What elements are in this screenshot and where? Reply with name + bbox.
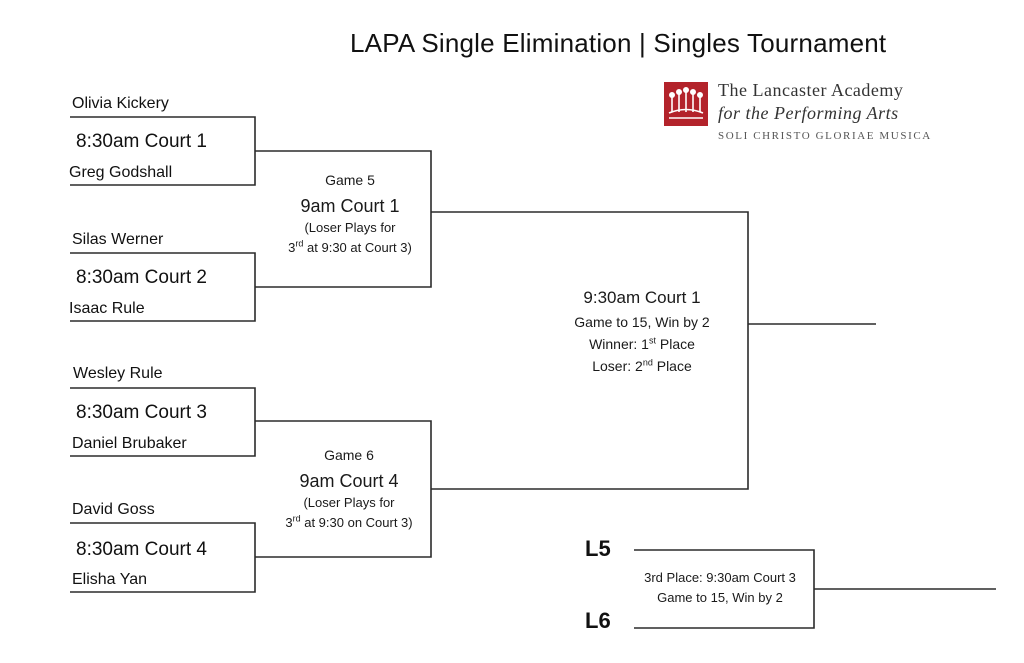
final-rule: Game to 15, Win by 2	[574, 314, 710, 330]
final-block: 9:30am Court 1 Game to 15, Win by 2 Winn…	[552, 285, 732, 377]
game5-time: 9am Court 1	[300, 196, 400, 216]
game5-note-2: 3rd at 9:30 at Court 3)	[288, 238, 412, 255]
academy-crest-icon	[664, 82, 708, 126]
game6-note-1: (Loser Plays for	[303, 495, 395, 510]
final-line	[431, 211, 749, 490]
game5-label: Game 5	[325, 172, 375, 188]
game6-label: Game 6	[324, 447, 374, 463]
match1-bottom-player: Greg Godshall	[69, 164, 173, 181]
final-time: 9:30am Court 1	[583, 288, 701, 307]
match4-top-player: David Goss	[72, 501, 155, 518]
logo-motto: SOLI CHRISTO GLORIAE MUSICA	[718, 130, 932, 142]
match3-bottom-player: Daniel Brubaker	[72, 435, 187, 452]
game6-note-2: 3rd at 9:30 on Court 3)	[285, 513, 413, 530]
match4-bottom-player: Elisha Yan	[72, 571, 148, 588]
match4-time: 8:30am Court 4	[76, 539, 207, 560]
game6-block: Game 6 9am Court 4 (Loser Plays for 3rd …	[261, 447, 437, 533]
third-place-line-1: 3rd Place: 9:30am Court 3	[644, 570, 796, 585]
l5-label: L5	[585, 536, 611, 561]
page-title: LAPA Single Elimination | Singles Tourna…	[350, 28, 887, 58]
match2-time: 8:30am Court 2	[76, 267, 207, 288]
logo-line-2: for the Performing Arts	[718, 103, 899, 123]
third-place-block: 3rd Place: 9:30am Court 3 Game to 15, Wi…	[630, 568, 810, 608]
final-winner: Winner: 1st Place	[589, 335, 695, 352]
game5-block: Game 5 9am Court 1 (Loser Plays for 3rd …	[262, 172, 438, 258]
final-loser: Loser: 2nd Place	[592, 357, 692, 374]
third-place-line-2: Game to 15, Win by 2	[657, 590, 783, 605]
match2-top-player: Silas Werner	[72, 231, 164, 248]
match1-time: 8:30am Court 1	[76, 131, 207, 152]
match1-top-player: Olivia Kickery	[72, 95, 169, 112]
academy-logo: The Lancaster Academy for the Performing…	[664, 80, 984, 148]
match2-bottom-player: Isaac Rule	[69, 300, 145, 317]
match3-top-player: Wesley Rule	[73, 365, 163, 382]
logo-line-1: The Lancaster Academy	[718, 80, 904, 100]
match3-line	[70, 387, 256, 457]
game6-time: 9am Court 4	[299, 471, 399, 491]
l6-label: L6	[585, 608, 611, 633]
match3-time: 8:30am Court 3	[76, 402, 207, 423]
game5-note-1: (Loser Plays for	[304, 220, 396, 235]
game5-line	[255, 150, 432, 288]
